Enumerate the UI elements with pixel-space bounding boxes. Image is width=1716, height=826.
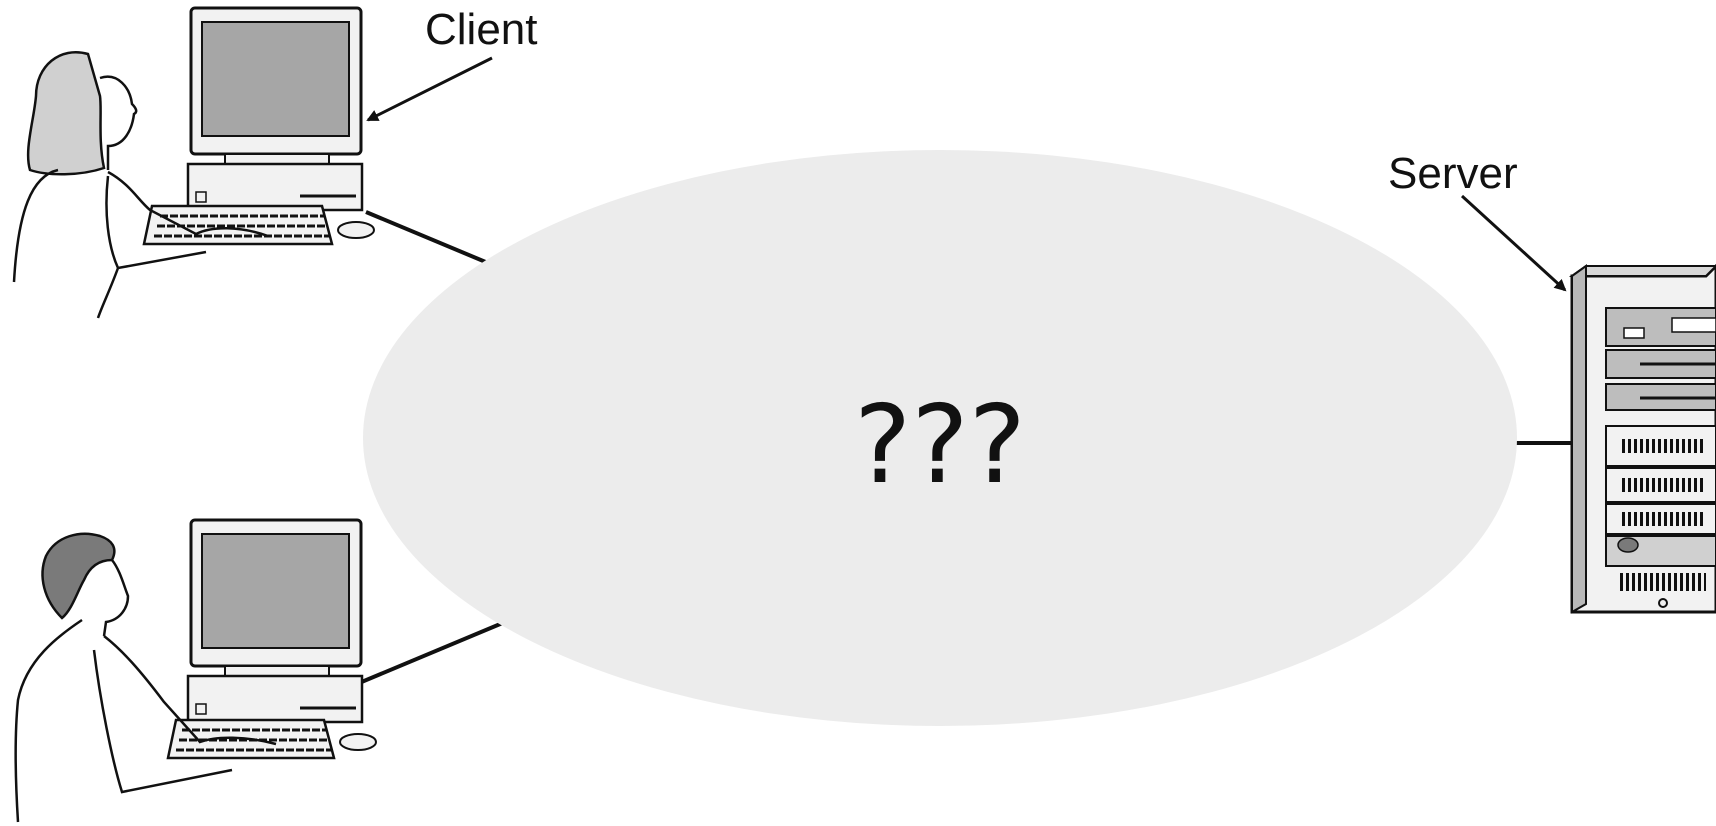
woman-at-computer-icon	[12, 6, 375, 319]
network-cloud-ellipse	[363, 150, 1517, 726]
client-label: Client	[425, 5, 538, 54]
man-at-computer-icon	[14, 518, 377, 823]
network-unknown-label: ???	[854, 383, 1026, 508]
server-tower-icon	[1568, 263, 1716, 614]
bottom-client-link	[351, 620, 506, 688]
client-arrow	[366, 56, 493, 122]
server-arrow	[1460, 194, 1567, 292]
server-label: Server	[1388, 149, 1518, 198]
top-client-link	[365, 210, 501, 270]
